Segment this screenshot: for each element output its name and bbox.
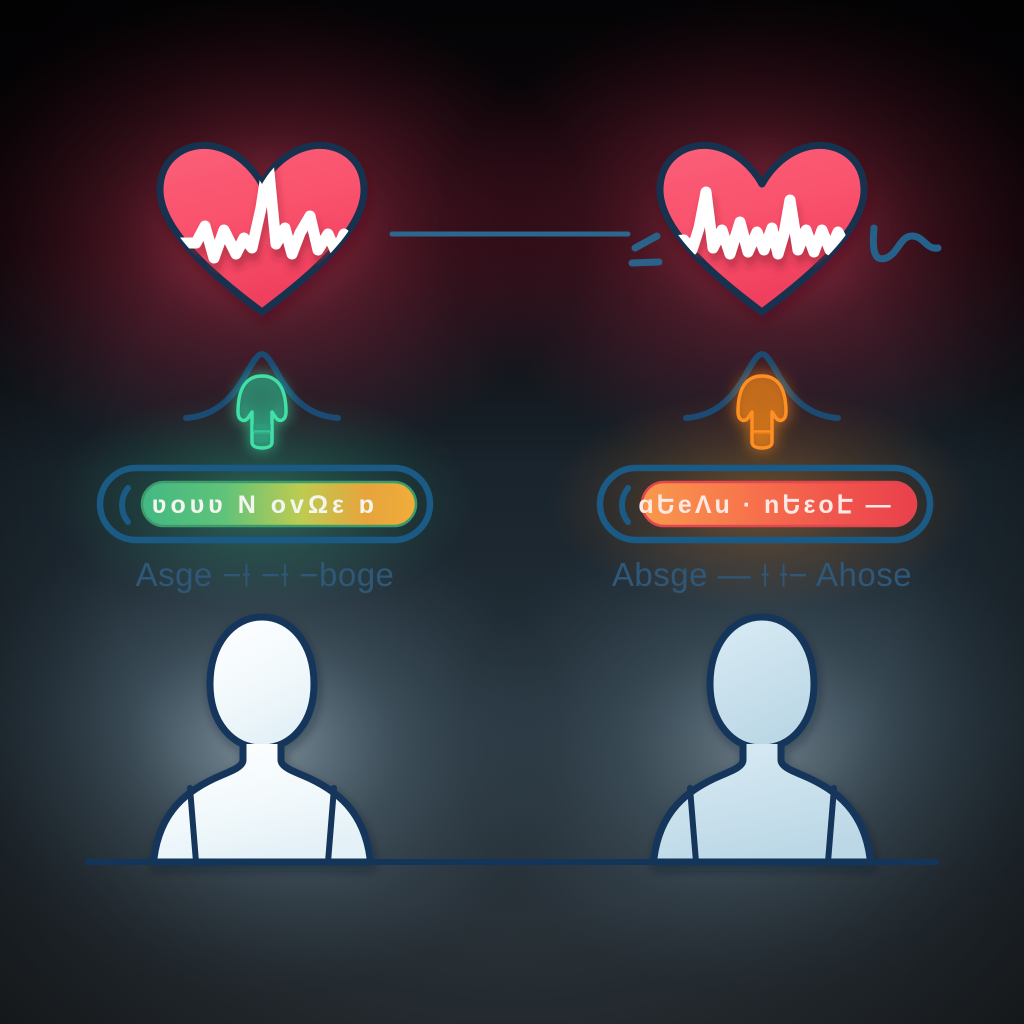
gauge-fill-left xyxy=(140,480,418,528)
distribution-curve-right xyxy=(683,350,841,421)
gauge-bracket-right xyxy=(619,485,631,525)
caption-left: Asge −⟊ −⟊ −boge xyxy=(136,556,395,593)
heart-icon-left xyxy=(156,141,368,316)
gauge-label-right: ɑԵеΛu · nԵεoԷ — xyxy=(638,491,893,519)
gauge-fill-right xyxy=(640,480,918,528)
gauge-outer-track-right xyxy=(596,464,934,544)
person-arm-right-right xyxy=(825,785,837,865)
person-body-left xyxy=(150,744,374,866)
gauge-outer-track-left xyxy=(96,464,434,544)
link-dash-lower xyxy=(628,258,663,267)
indicator-arrow-left xyxy=(236,374,288,450)
distribution-curve-left xyxy=(183,350,341,421)
heart-shape-right xyxy=(656,141,868,316)
person-arm-left-right xyxy=(687,785,699,865)
indicator-arrow-right xyxy=(736,374,788,450)
person-figure-left xyxy=(150,613,374,866)
heart-link-line xyxy=(389,231,663,267)
ecg-trace-left xyxy=(160,156,364,264)
heart-shape-left xyxy=(156,141,368,316)
ecg-trace-right xyxy=(660,186,864,260)
person-arm-right-left xyxy=(325,785,337,865)
gauge-right[interactable]: ɑԵеΛu · nԵεoԷ — xyxy=(596,464,934,544)
person-body-right xyxy=(650,744,874,866)
person-head-right xyxy=(706,613,818,752)
link-dash-upper xyxy=(631,232,661,252)
gauge-left[interactable]: ʋoυʋ N ovΩε ɒ xyxy=(96,464,434,544)
trailing-squiggle xyxy=(869,224,942,263)
heart-icon-right xyxy=(656,141,868,316)
gauge-bracket-left xyxy=(119,485,131,525)
person-figure-right xyxy=(650,613,874,866)
person-head-left xyxy=(206,613,318,752)
person-arm-left-left xyxy=(187,785,199,865)
gauge-label-left: ʋoυʋ N ovΩε ɒ xyxy=(152,491,378,519)
caption-right: Absge — ⟊ ⟊− Ahose xyxy=(612,556,912,593)
